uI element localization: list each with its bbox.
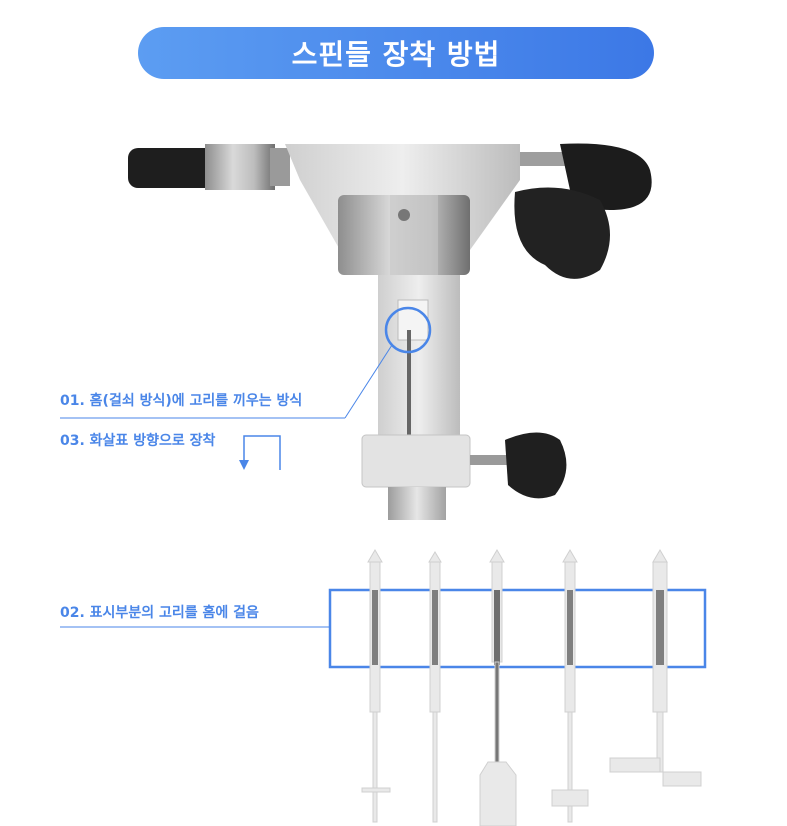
step-2-label: 02. 표시부분의 고리를 홈에 걸음 xyxy=(60,605,259,621)
spindle-3 xyxy=(479,549,517,826)
viscometer-mount-illustration xyxy=(128,143,652,520)
page-title: 스핀들 장착 방법 xyxy=(291,38,501,71)
spindle-4 xyxy=(551,549,589,823)
spindle-1 xyxy=(361,549,391,823)
step-1-label: 01. 홈(걸쇠 방식)에 고리를 끼우는 방식 xyxy=(60,393,303,409)
step-3-label: 03. 화살표 방향으로 장착 xyxy=(60,433,216,449)
spindle-5 xyxy=(609,549,702,787)
spindle-2 xyxy=(428,551,442,823)
spindle-set xyxy=(361,549,702,826)
title-banner: 스핀들 장착 방법 xyxy=(138,27,654,79)
